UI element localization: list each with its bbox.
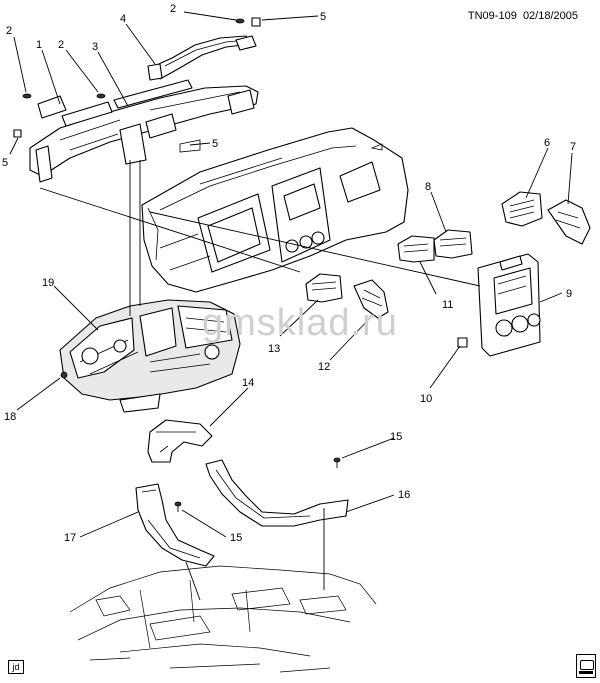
callout-15b: 15 <box>230 532 242 544</box>
callout-19: 19 <box>42 277 54 289</box>
callout-4: 4 <box>120 13 126 25</box>
callout-18: 18 <box>4 411 16 423</box>
floor-pan <box>69 565 377 673</box>
left-vent-bezel <box>353 279 389 319</box>
center-bezel <box>477 253 541 357</box>
drawing-header: TN09-109 02/18/2005 <box>468 10 578 22</box>
right-outer-vent <box>501 191 543 227</box>
callout-9: 9 <box>566 288 572 300</box>
drawing-date: 02/18/2005 <box>522 10 578 22</box>
air-distribution-duct <box>29 79 259 183</box>
callout-13: 13 <box>268 343 280 355</box>
fastener-clips <box>13 17 261 138</box>
callout-2a: 2 <box>6 25 12 37</box>
drawing-id: TN09-109 <box>467 10 517 22</box>
callout-5b: 5 <box>2 157 8 169</box>
center-vent-right <box>433 229 473 259</box>
callout-1: 1 <box>36 39 42 51</box>
callout-7: 7 <box>570 141 576 153</box>
left-outer-vent <box>305 273 343 303</box>
floor-duct-front <box>147 419 213 463</box>
callout-14: 14 <box>242 377 254 389</box>
floor-duct-rear <box>205 459 349 527</box>
right-vent-bezel <box>547 199 591 245</box>
callout-12: 12 <box>318 361 330 373</box>
callout-2c: 2 <box>170 3 176 15</box>
cooking-pot-icon <box>576 654 596 678</box>
callout-3: 3 <box>92 41 98 53</box>
callout-2b: 2 <box>58 39 64 51</box>
screws-15 <box>174 457 341 512</box>
floor-duct-left <box>135 483 215 567</box>
center-vent-left <box>397 235 435 263</box>
callout-6: 6 <box>544 137 550 149</box>
corner-tag: jd <box>8 660 24 674</box>
callout-5a: 5 <box>320 11 326 23</box>
hvac-module <box>59 299 241 413</box>
callout-11: 11 <box>442 299 453 311</box>
instrument-panel-carrier <box>141 127 409 293</box>
callout-8: 8 <box>425 181 431 193</box>
defroster-duct-upper <box>147 35 257 81</box>
callout-17: 17 <box>64 532 76 544</box>
callout-15a: 15 <box>390 431 402 443</box>
watermark: gmsklad.ru <box>202 302 398 344</box>
callout-labels: 2 1 2 3 4 2 5 5 5 6 7 8 9 10 11 12 13 19… <box>2 3 576 544</box>
leader-lines <box>9 11 573 601</box>
callout-5c: 5 <box>212 138 218 150</box>
callout-10: 10 <box>420 393 432 405</box>
callout-16: 16 <box>398 489 410 501</box>
bezel-clip <box>457 337 468 348</box>
